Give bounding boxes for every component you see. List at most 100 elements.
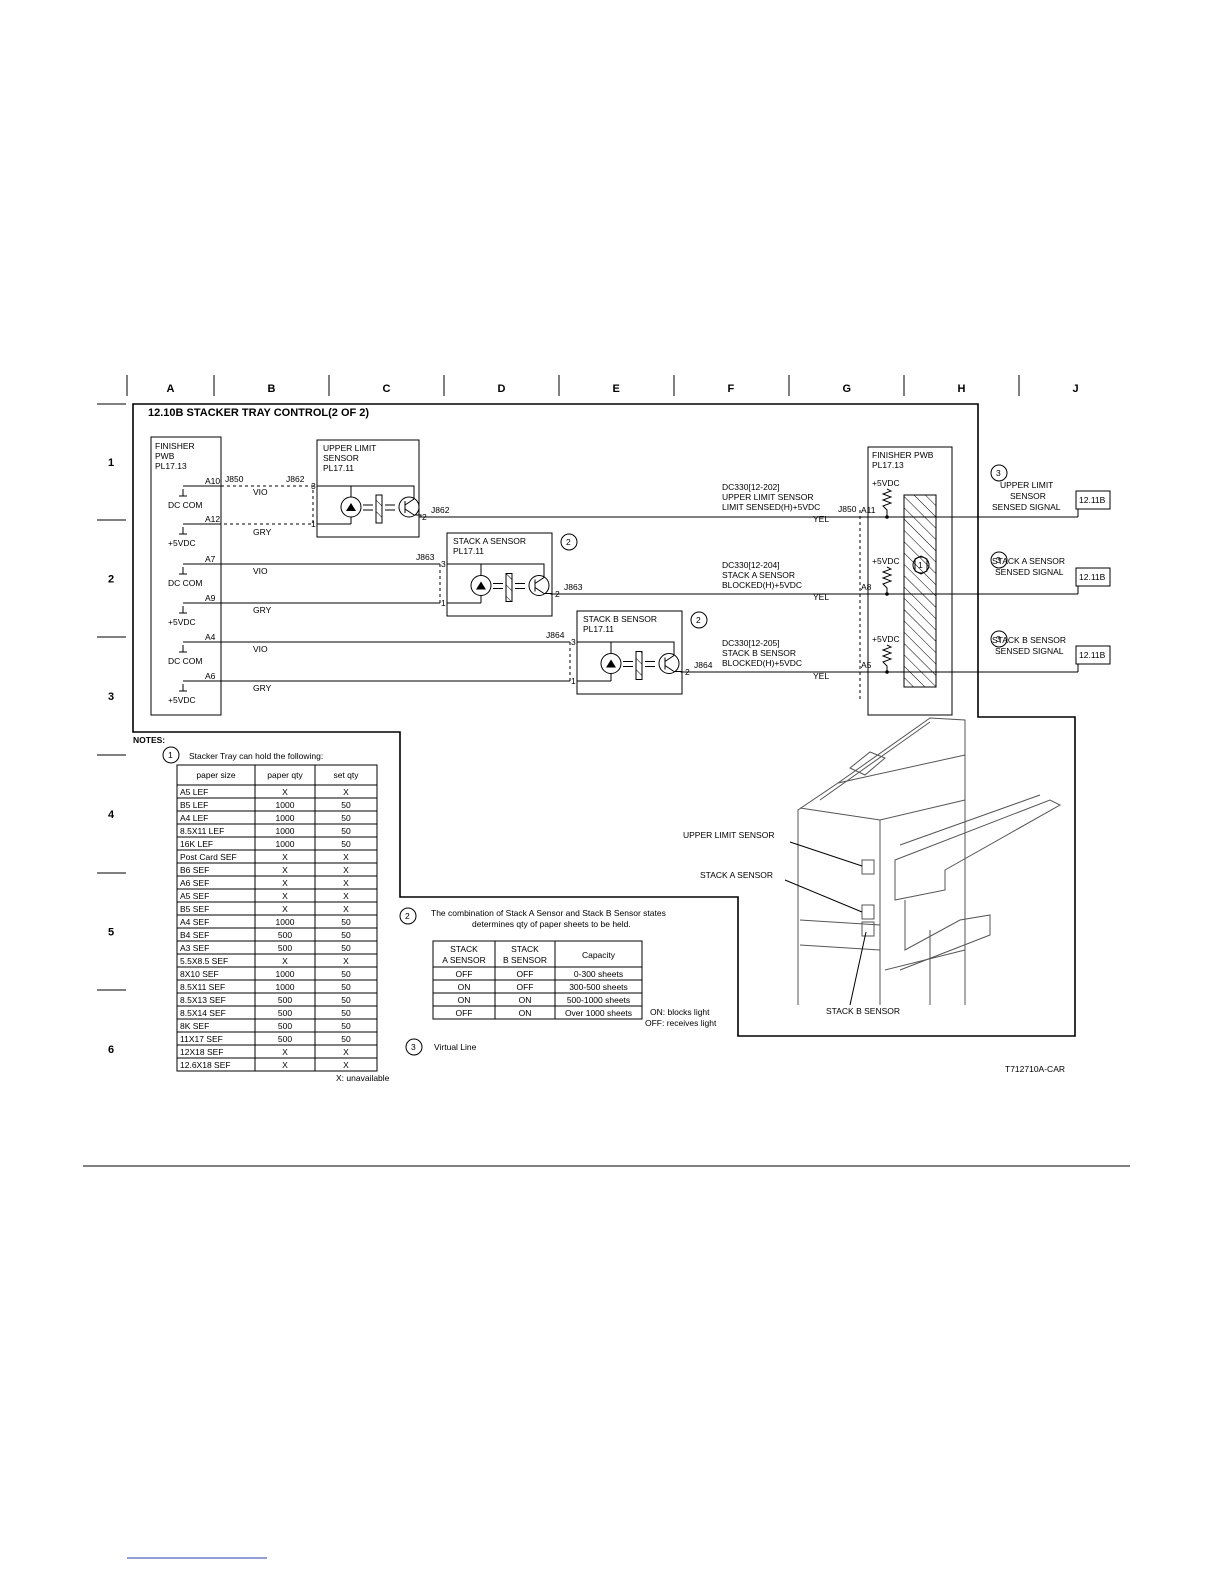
signal-description: UPPER LIMIT SENSOR <box>722 492 813 502</box>
output-signal-text: SENSED SIGNAL <box>992 502 1061 512</box>
output-ref-box <box>1075 567 1111 587</box>
grid-column-label: H <box>958 383 966 395</box>
light-arrows <box>493 583 503 589</box>
wire-conn-label: J862 <box>286 474 305 484</box>
illustration-label-upper-limit: UPPER LIMIT SENSOR <box>683 830 774 840</box>
paper-table-cell: 50 <box>341 917 351 927</box>
note-marker-number: 3 <box>996 634 1001 644</box>
paper-table-cell: X <box>282 1047 288 1057</box>
capacity-table-cell: 0-300 sheets <box>574 969 623 979</box>
paper-table-cell: 1000 <box>276 826 295 836</box>
transistor-output <box>674 671 682 673</box>
output-signal-text: SENSED SIGNAL <box>995 646 1064 656</box>
grid-column-label: F <box>728 383 735 395</box>
paper-table-cell: 50 <box>341 839 351 849</box>
paper-table-cell: B5 LEF <box>180 800 208 810</box>
paper-table-header: paper size <box>196 770 235 780</box>
transistor-output <box>544 593 552 595</box>
grid-row-label: 3 <box>108 691 114 703</box>
paper-table-cell: X <box>343 1060 349 1070</box>
paper-table-cell: 1000 <box>276 969 295 979</box>
figure-id: T712710A-CAR <box>1005 1064 1065 1074</box>
finisher-left-pin: A9 <box>205 593 216 603</box>
paper-table-cell: X <box>282 904 288 914</box>
phototransistor-symbol <box>658 653 680 674</box>
capacity-table-header: Capacity <box>582 950 616 960</box>
paper-table-cell: 8K SEF <box>180 1021 209 1031</box>
wire-conn-label: J863 <box>416 552 435 562</box>
signal-description: BLOCKED(H)+5VDC <box>722 580 802 590</box>
transistor-legs <box>534 577 545 594</box>
note-marker-number: 3 <box>996 468 1001 478</box>
paper-table-cell: 50 <box>341 1034 351 1044</box>
light-arrows <box>623 661 633 667</box>
output-signal-text: STACK B SENSOR <box>992 635 1066 645</box>
capacity-legend-on: ON: blocks light <box>650 1007 710 1017</box>
sensor-slot <box>635 651 643 680</box>
svg-text:determines qty of paper sheets: determines qty of paper sheets to be hel… <box>472 919 631 929</box>
pullup-resistor <box>881 644 893 672</box>
sensor-slot <box>505 573 513 602</box>
paper-table-cell: 12X18 SEF <box>180 1047 223 1057</box>
finisher-illustration: UPPER LIMIT SENSOR STACK A SENSOR STACK … <box>683 717 1062 1016</box>
paper-table-cell: A6 SEF <box>180 878 209 888</box>
paper-table-cell: A4 LEF <box>180 813 208 823</box>
finisher-left-signal: +5VDC <box>168 617 196 627</box>
paper-table-frame <box>176 764 378 1072</box>
grid-row-label: 4 <box>108 809 115 821</box>
transistor-lead <box>481 563 545 578</box>
paper-table-cell: B5 SEF <box>180 904 209 914</box>
sensor-pin: 3 <box>311 481 316 491</box>
note-marker-3 <box>990 464 1008 482</box>
signal-wire-color: YEL <box>813 514 829 524</box>
finisher-right-line-2: PL17.13 <box>872 460 904 470</box>
paper-table-cell: A5 LEF <box>180 787 208 797</box>
svg-text:The combination of Stack A Sen: The combination of Stack A Sensor and St… <box>431 908 666 918</box>
capacity-table-header: A SENSOR <box>442 955 485 965</box>
sensor-name-line: UPPER LIMIT <box>323 443 376 453</box>
sensor-pin: 1 <box>311 519 316 529</box>
paper-table-cell: X <box>282 852 288 862</box>
grid-column-label: G <box>843 383 852 395</box>
finisher-right-pin: A5 <box>861 660 872 670</box>
finisher-right-pin: A8 <box>861 582 872 592</box>
output-signal-text: UPPER LIMIT <box>1000 480 1053 490</box>
svg-text:2: 2 <box>405 911 410 921</box>
output-ref-label: 12.11B <box>1079 495 1106 505</box>
ground-symbol <box>179 684 187 692</box>
paper-table-cell: X <box>282 1060 288 1070</box>
ground-symbol <box>179 527 187 535</box>
led-diode <box>346 503 356 511</box>
svg-text:Virtual Line: Virtual Line <box>434 1042 477 1052</box>
light-arrows <box>385 504 395 511</box>
paper-table-cell: B6 SEF <box>180 865 209 875</box>
paper-table-cell: 11X17 SEF <box>180 1034 223 1044</box>
paper-table-cell: X <box>282 878 288 888</box>
capacity-table-cell: OFF <box>456 969 473 979</box>
paper-table-cell: X <box>343 787 349 797</box>
paper-table-cell: 1000 <box>276 917 295 927</box>
paper-table-cell: 50 <box>341 982 351 992</box>
paper-table-cell: 50 <box>341 826 351 836</box>
pullup-resistor <box>881 488 893 517</box>
paper-table-cell: 50 <box>341 969 351 979</box>
finisher-right-hatch <box>903 494 937 688</box>
note-marker-number: 2 <box>696 615 701 625</box>
phototransistor-symbol <box>398 496 420 518</box>
sensor-pin: 3 <box>571 637 576 647</box>
finisher-right-conn: J850 <box>838 504 857 514</box>
ground-symbol <box>179 606 187 614</box>
paper-table-cell: 500 <box>278 943 292 953</box>
capacity-table-cell: ON <box>519 1008 532 1018</box>
grid-row-label: 1 <box>108 457 114 469</box>
led-diode <box>606 659 616 668</box>
note-marker-3 <box>990 630 1008 648</box>
paper-table-cell: A4 SEF <box>180 917 209 927</box>
svg-text:1: 1 <box>168 750 173 760</box>
wire-conn-label: J864 <box>546 630 565 640</box>
capacity-table-header: STACK <box>511 944 539 954</box>
finisher-left-signal: DC COM <box>168 500 202 510</box>
ground-symbol <box>179 567 187 575</box>
